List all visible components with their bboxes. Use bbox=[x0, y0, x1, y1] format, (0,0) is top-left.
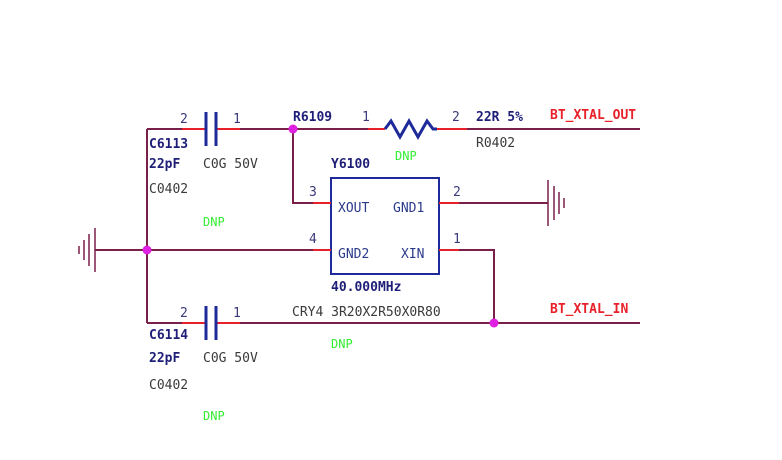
net-label-xtal-in: BT_XTAL_IN bbox=[550, 302, 628, 317]
ground-symbol-left bbox=[78, 228, 96, 272]
capacitor-c6114: 2 1 C6114 22pF C0G 50V C0402 DNP bbox=[149, 306, 258, 423]
y6100-pin-num-gnd2: 4 bbox=[309, 232, 317, 247]
junction-left bbox=[142, 245, 152, 255]
c6113-pin-right: 1 bbox=[233, 112, 241, 127]
c6114-pin-left: 2 bbox=[180, 306, 188, 321]
y6100-frequency: 40.000MHz bbox=[331, 280, 401, 295]
y6100-pin-num-gnd1: 2 bbox=[453, 185, 461, 200]
r6109-dnp: DNP bbox=[395, 149, 417, 163]
y6100-pin-name-gnd1: GND1 bbox=[393, 201, 424, 216]
c6113-pin-left: 2 bbox=[180, 112, 188, 127]
y6100-pin-name-gnd2: GND2 bbox=[338, 247, 369, 262]
c6113-dnp: DNP bbox=[203, 215, 225, 229]
y6100-dnp: DNP bbox=[331, 337, 353, 351]
y6100-ref: Y6100 bbox=[331, 157, 370, 172]
r6109-package: R0402 bbox=[476, 136, 515, 151]
c6114-package: C0402 bbox=[149, 378, 188, 393]
junction-bottom bbox=[489, 318, 499, 328]
r6109-ref: R6109 bbox=[293, 110, 332, 125]
wires bbox=[95, 128, 640, 324]
c6113-rating: C0G 50V bbox=[203, 157, 258, 172]
c6113-ref: C6113 bbox=[149, 137, 188, 152]
y6100-pin-num-xout: 3 bbox=[309, 185, 317, 200]
c6114-ref: C6114 bbox=[149, 328, 188, 343]
net-label-xtal-out: BT_XTAL_OUT bbox=[550, 108, 636, 123]
c6114-pin-right: 1 bbox=[233, 306, 241, 321]
r6109-pin-right: 2 bbox=[452, 110, 460, 125]
y6100-footprint: CRY4 3R20X2R50X0R80 bbox=[292, 305, 441, 320]
capacitor-c6113: 2 1 C6113 22pF C0G 50V C0402 DNP bbox=[149, 112, 258, 229]
y6100-body bbox=[330, 177, 440, 275]
wire-xin bbox=[459, 249, 495, 323]
wire-xout-branch bbox=[292, 129, 313, 204]
c6113-package: C0402 bbox=[149, 182, 188, 197]
crystal-y6100: Y6100 3 4 2 1 XOUT GND1 GND2 XIN 40.000M… bbox=[292, 157, 461, 351]
resistor-r6109: R6109 1 2 22R 5% R0402 DNP bbox=[293, 110, 523, 163]
c6114-value: 22pF bbox=[149, 351, 180, 366]
y6100-pin-name-xin: XIN bbox=[401, 247, 424, 262]
ground-symbol-right bbox=[547, 180, 565, 226]
c6114-dnp: DNP bbox=[203, 409, 225, 423]
r6109-pin-left: 1 bbox=[362, 110, 370, 125]
r6109-value: 22R 5% bbox=[476, 110, 523, 125]
c6114-rating: C0G 50V bbox=[203, 351, 258, 366]
y6100-pin-num-xin: 1 bbox=[453, 232, 461, 247]
c6113-value: 22pF bbox=[149, 157, 180, 172]
y6100-pin-name-xout: XOUT bbox=[338, 201, 369, 216]
junction-top bbox=[288, 124, 298, 134]
